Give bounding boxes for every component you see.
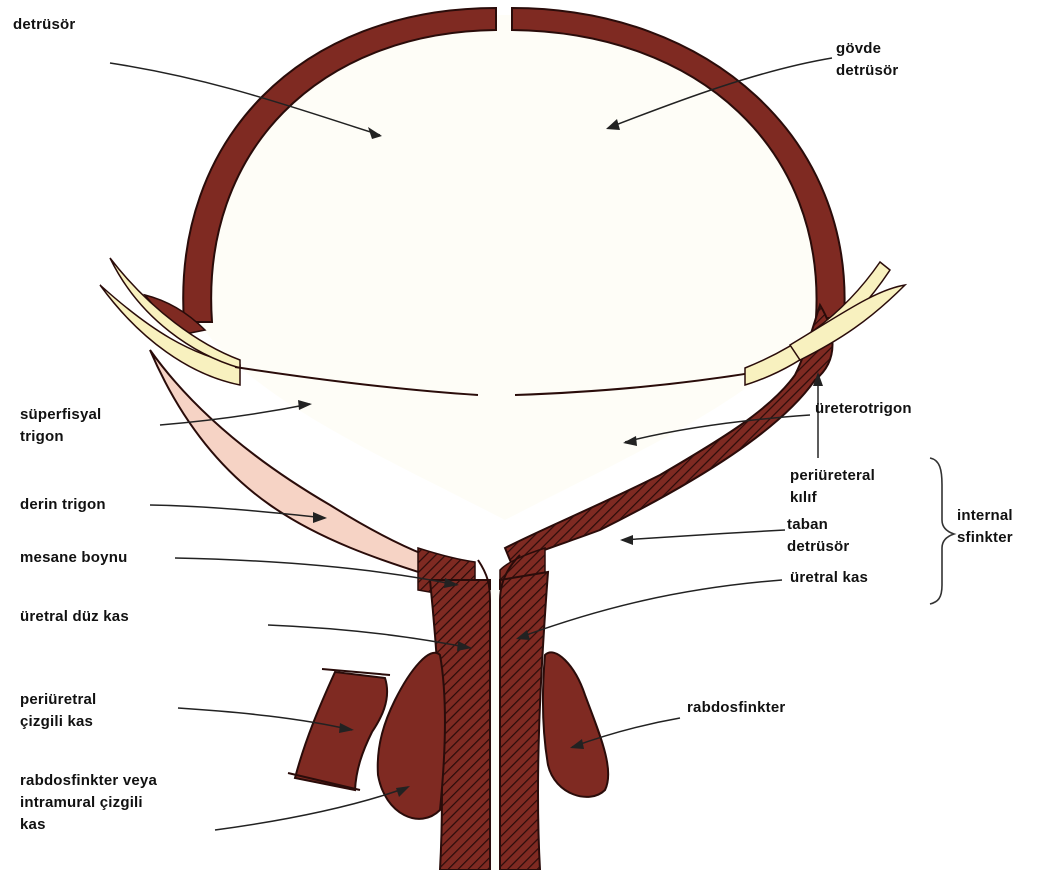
urethra-lumen xyxy=(490,590,500,870)
label-periureteral-sheath-1: periüreteral xyxy=(790,465,875,486)
label-bladder-neck: mesane boynu xyxy=(20,547,127,568)
arrowhead-base-detrusor xyxy=(620,535,633,545)
label-periurethral-striated-2: çizgili kas xyxy=(20,711,93,732)
label-urethral-smooth-muscle: üretral düz kas xyxy=(20,606,129,627)
leader-base-detrusor xyxy=(622,530,785,540)
label-periureteral-sheath-2: kılıf xyxy=(790,487,817,508)
label-body-detrusor-1: gövde xyxy=(836,38,881,59)
label-internal-sphincter-1: internal xyxy=(957,505,1013,526)
label-urethral-muscle: üretral kas xyxy=(790,567,868,588)
label-rhabdosphincter: rabdosfinkter xyxy=(687,697,785,718)
internal-sphincter-bracket xyxy=(930,458,954,604)
label-deep-trigone: derin trigon xyxy=(20,494,106,515)
label-periurethral-striated-1: periüretral xyxy=(20,689,96,710)
label-superficial-trigone-1: süperfisyal xyxy=(20,404,101,425)
leader-intramural xyxy=(215,787,408,830)
label-detrusor: detrüsör xyxy=(13,14,75,35)
urethra-wall-right xyxy=(500,572,548,870)
label-intramural-3: kas xyxy=(20,814,46,835)
label-internal-sphincter-2: sfinkter xyxy=(957,527,1013,548)
label-body-detrusor-2: detrüsör xyxy=(836,60,898,81)
label-intramural-1: rabdosfinkter veya xyxy=(20,770,157,791)
label-ureterotrigone: üreterotrigon xyxy=(815,398,912,419)
label-superficial-trigone-2: trigon xyxy=(20,426,64,447)
label-base-detrusor-1: taban xyxy=(787,514,828,535)
label-base-detrusor-2: detrüsör xyxy=(787,536,849,557)
rhabdosphincter-right xyxy=(543,652,608,796)
leader-urethral-muscle xyxy=(518,580,782,638)
label-intramural-2: intramural çizgili xyxy=(20,792,143,813)
